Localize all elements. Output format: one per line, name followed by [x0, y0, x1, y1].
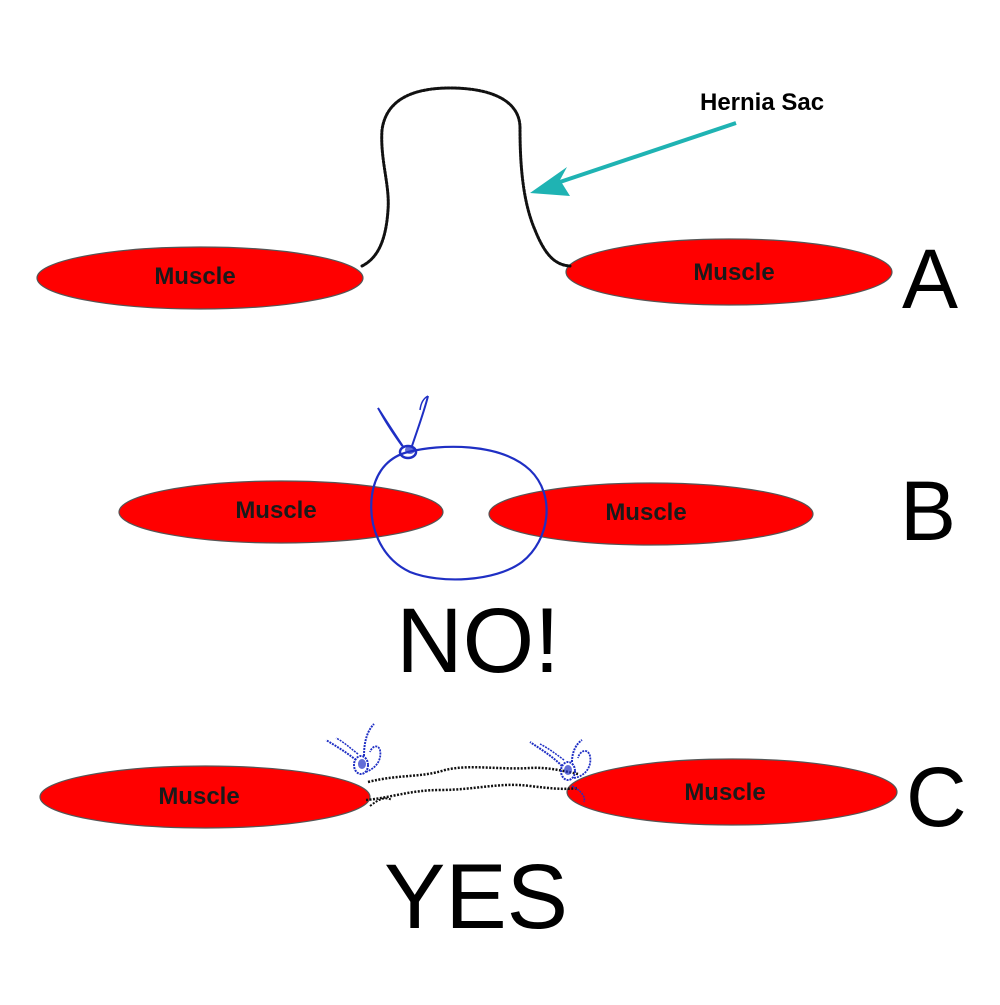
panel-c-right-muscle: [566, 758, 898, 826]
panel-a-left-muscle-label: Muscle: [154, 263, 235, 290]
panel-a-right-muscle: [565, 238, 893, 306]
hernia-sac-outline: [360, 86, 572, 268]
panel-b-left-muscle: [118, 480, 444, 544]
panel-c: Muscle Muscle: [39, 723, 967, 948]
panel-a-right-muscle-label: Muscle: [693, 259, 774, 286]
panel-b-left-muscle-label: Muscle: [235, 497, 316, 524]
hernia-sac-label: Hernia Sac: [700, 89, 824, 116]
panel-c-mesh-mid-strand: [369, 797, 393, 807]
panel-a-left-muscle: [36, 246, 364, 310]
panel-b: Muscle Muscle B NO!: [118, 395, 956, 692]
panel-c-verdict: YES: [384, 846, 568, 948]
panel-a: Muscle Muscle Hernia Sac A: [36, 86, 958, 326]
panel-b-right-muscle: [488, 482, 814, 546]
panel-c-mesh-bottom-strand: [365, 783, 579, 802]
panel-b-suture-knot: [377, 395, 429, 460]
panel-b-letter: B: [900, 464, 956, 558]
panel-c-left-suture-knot: [325, 723, 382, 775]
panel-b-suture-loop: [370, 445, 548, 581]
panel-c-right-suture-knot: [529, 739, 592, 803]
hernia-sac-arrow: [547, 121, 737, 188]
panel-b-verdict: NO!: [396, 590, 560, 692]
panel-c-letter: C: [906, 750, 967, 844]
panel-c-left-muscle: [39, 765, 371, 829]
hernia-sac-arrowhead: [530, 167, 570, 196]
panel-c-mesh-top-strand: [367, 766, 579, 784]
panel-b-right-muscle-label: Muscle: [605, 499, 686, 526]
panel-c-left-muscle-label: Muscle: [158, 783, 239, 810]
panel-a-letter: A: [902, 232, 958, 326]
panel-c-right-muscle-label: Muscle: [684, 779, 765, 806]
